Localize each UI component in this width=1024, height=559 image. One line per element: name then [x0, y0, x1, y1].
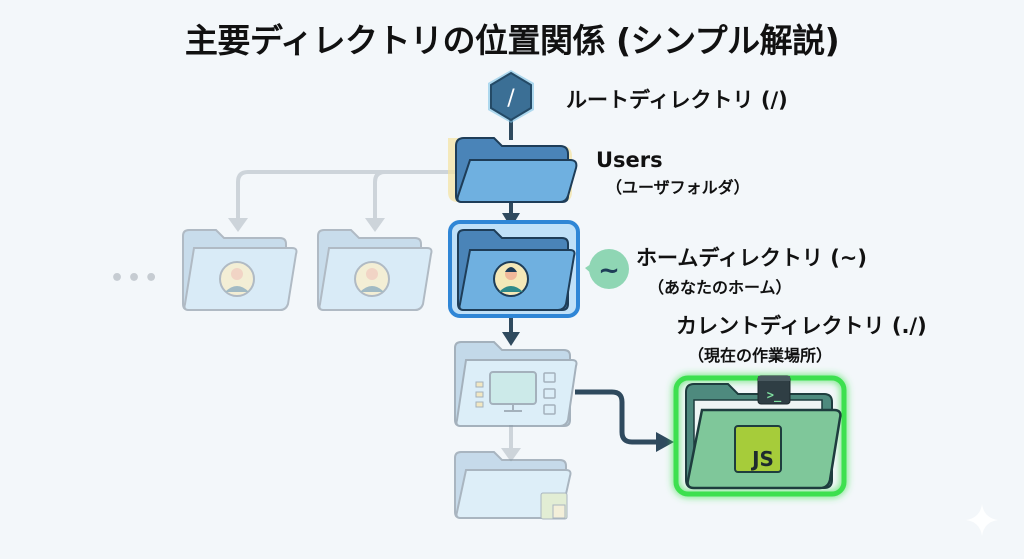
- monitor-icon: [489, 371, 537, 405]
- users-folder-description: （ユーザフォルダ）: [606, 178, 750, 197]
- arrowhead-dark: [502, 332, 520, 346]
- tilde-icon: ~: [598, 256, 620, 286]
- users-folder-name: Users: [596, 148, 663, 172]
- root-directory-name: ルートディレクトリ (/): [566, 88, 788, 112]
- current-directory-name: カレントディレクトリ (./): [676, 314, 927, 338]
- current-directory-description: （現在の作業場所）: [688, 346, 833, 365]
- desktop-folder-icon[interactable]: [454, 341, 578, 427]
- svg-text:JS: JS: [750, 447, 774, 471]
- arrowhead-dark: [656, 432, 674, 452]
- connector-desktop-to-current: [575, 389, 660, 445]
- javascript-icon: JS: [734, 425, 782, 473]
- home-directory-description: （あなたのホーム）: [648, 278, 792, 297]
- current-folder-icon[interactable]: >_ JS: [673, 375, 847, 497]
- users-folder-label: Users （ユーザフォルダ）: [596, 148, 750, 198]
- root-slash-icon: /: [507, 86, 515, 111]
- arrowhead-light: [501, 448, 521, 462]
- home-directory-name: ホームディレクトリ (~): [636, 246, 868, 270]
- users-folder-icon[interactable]: [448, 137, 578, 203]
- root-node[interactable]: /: [488, 70, 534, 123]
- user-avatar-icon: [493, 261, 529, 297]
- subfolder-icon[interactable]: [454, 451, 572, 520]
- connector-users-to-other-user-2: [373, 170, 386, 222]
- home-folder-icon[interactable]: [448, 220, 580, 318]
- current-directory-label: カレントディレクトリ (./) （現在の作業場所）: [676, 310, 927, 366]
- connector-users-to-other-users: [236, 170, 455, 222]
- sparkle-icon: [966, 504, 998, 536]
- arrowhead-light: [365, 218, 385, 232]
- svg-text:>_: >_: [767, 388, 782, 403]
- diagram-title: 主要ディレクトリの位置関係 (シンプル解説): [184, 21, 840, 60]
- home-directory-label: ホームディレクトリ (~) （あなたのホーム）: [636, 242, 867, 298]
- root-directory-label: ルートディレクトリ (/): [566, 84, 788, 114]
- other-user-folder-icon[interactable]: [317, 229, 433, 311]
- more-folders-ellipsis: •••: [110, 266, 162, 291]
- terminal-icon: >_: [757, 375, 791, 405]
- arrowhead-light: [228, 218, 248, 232]
- other-user-folder-icon[interactable]: [182, 229, 298, 311]
- tilde-badge: ~: [585, 249, 629, 289]
- branch-connectors: [228, 170, 521, 462]
